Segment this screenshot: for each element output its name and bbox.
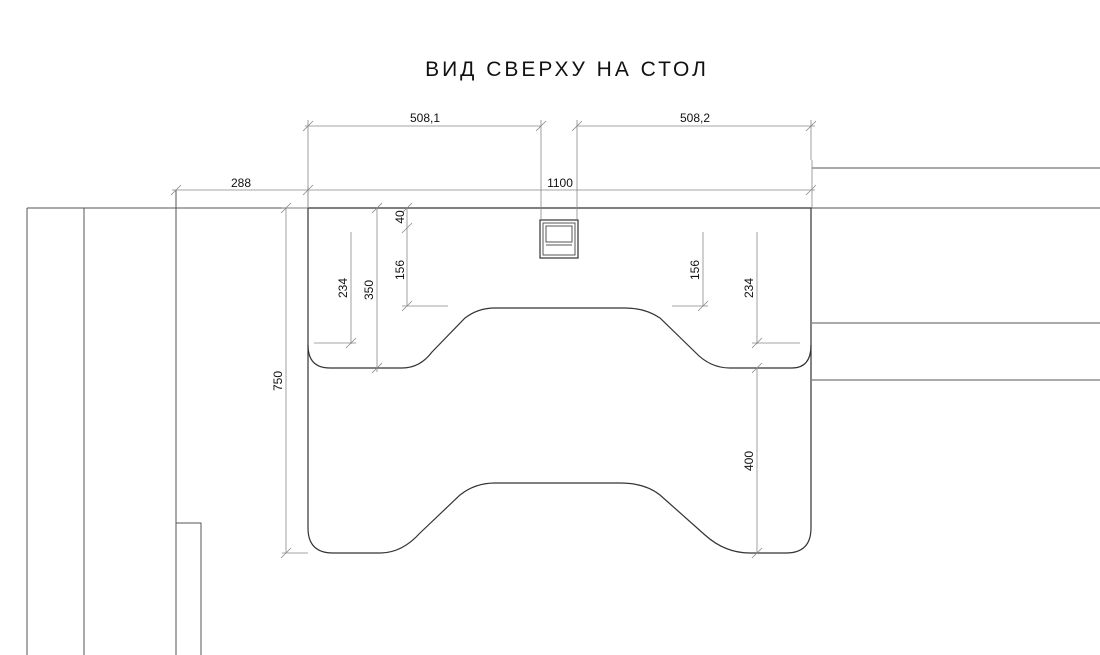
desk-section-line [307, 307, 812, 369]
dim-label-508-1: 508,1 [410, 111, 440, 125]
dimension-right-234: 234 [742, 232, 800, 349]
dim-label-1100: 1100 [547, 176, 573, 190]
dim-label-288: 288 [231, 176, 251, 190]
dim-label-156-right: 156 [688, 260, 702, 280]
desk-outline [307, 207, 812, 554]
dim-label-750: 750 [271, 371, 285, 391]
dimension-right-156: 156 [672, 232, 709, 312]
dimension-width: 288 1100 [170, 176, 817, 208]
dimension-top-right: 508,2 [571, 111, 817, 220]
surroundings [26, 160, 1100, 655]
dimension-depth: 750 [271, 202, 308, 559]
dimension-right-400: 400 [742, 362, 763, 559]
dimension-left-234: 234 [314, 232, 357, 349]
drawing-title: ВИД СВЕРХУ НА СТОЛ [425, 58, 709, 81]
dim-label-350: 350 [362, 280, 376, 300]
dim-label-508-2: 508,2 [680, 111, 710, 125]
dim-label-40: 40 [393, 210, 407, 224]
dim-label-234-left: 234 [336, 278, 350, 298]
dim-label-156-left: 156 [393, 260, 407, 280]
dim-label-234-right: 234 [742, 278, 756, 298]
dimension-top-left: 508,1 [302, 111, 547, 220]
cable-port [539, 219, 579, 259]
dim-label-400: 400 [742, 451, 756, 471]
dimension-left-350: 350 [362, 202, 383, 374]
dimension-left-40-156: 40 156 [393, 202, 448, 312]
